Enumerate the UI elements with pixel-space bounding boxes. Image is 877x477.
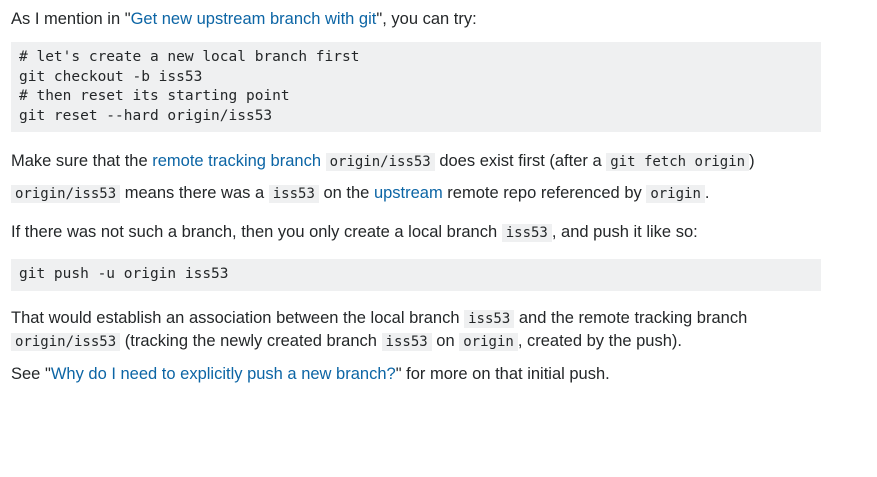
code-block-checkout: # let's create a new local branch first … <box>11 42 821 132</box>
inline-code: origin/iss53 <box>325 153 435 171</box>
text: See " <box>11 364 51 383</box>
text: " for more on that initial push. <box>395 364 610 383</box>
text: . <box>704 184 710 202</box>
upstream-paragraph: origin/iss53 means there was a iss53 on … <box>11 182 821 205</box>
text: and the remote tracking branch <box>514 308 748 327</box>
text: ) <box>749 152 755 170</box>
inline-code: iss53 <box>268 185 319 203</box>
code-block-push: git push -u origin iss53 <box>11 259 821 291</box>
text: If there was not such a branch, then you… <box>11 223 502 241</box>
inline-code: origin/iss53 <box>11 185 121 203</box>
association-paragraph: That would establish an association betw… <box>11 307 821 353</box>
text: means there was a <box>120 184 269 202</box>
upstream-link[interactable]: upstream <box>373 184 443 202</box>
intro-text-end: ", you can try: <box>376 10 477 28</box>
inline-code: origin/iss53 <box>11 332 121 351</box>
local-branch-paragraph: If there was not such a branch, then you… <box>11 221 821 244</box>
answer-body: As I mention in "Get new upstream branch… <box>11 8 821 385</box>
text: on the <box>318 184 374 202</box>
remote-tracking-branch-link[interactable]: remote tracking branch <box>152 152 321 170</box>
intro-paragraph: As I mention in "Get new upstream branch… <box>11 8 821 30</box>
see-also-paragraph: See "Why do I need to explicitly push a … <box>11 363 821 385</box>
text: does exist first (after a <box>434 152 607 170</box>
inline-code: iss53 <box>381 332 432 351</box>
text: on <box>431 331 460 350</box>
text: remote repo referenced by <box>442 184 647 202</box>
text: , and push it like so: <box>551 223 698 241</box>
text: That would establish an association betw… <box>11 308 465 327</box>
inline-code: iss53 <box>464 309 515 328</box>
remote-tracking-paragraph: Make sure that the remote tracking branc… <box>11 150 821 173</box>
push-new-branch-link[interactable]: Why do I need to explicitly push a new b… <box>50 364 396 383</box>
text: (tracking the newly created branch <box>120 331 382 350</box>
inline-code: iss53 <box>501 224 552 242</box>
inline-code: origin <box>459 332 518 351</box>
text <box>321 152 326 170</box>
upstream-branch-link[interactable]: Get new upstream branch with git <box>130 10 377 28</box>
inline-code: git fetch origin <box>606 153 750 171</box>
intro-text: As I mention in " <box>11 10 131 28</box>
text: , created by the push). <box>517 331 682 350</box>
text: Make sure that the <box>11 152 153 170</box>
inline-code: origin <box>646 185 705 203</box>
